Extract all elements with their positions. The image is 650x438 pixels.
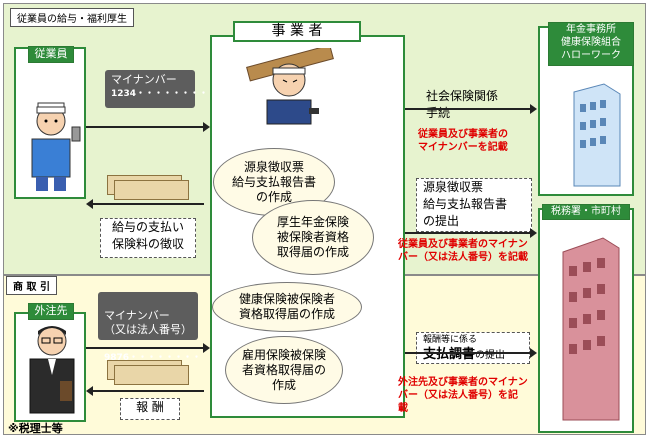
business-title: 事 業 者 — [233, 21, 361, 42]
corp-number-label: マイナンバー （又は法人番号） — [104, 309, 192, 336]
salary-box: 給与の支払い 保険料の徴収 — [100, 218, 196, 258]
payment-record-suffix: の提出 — [475, 350, 506, 361]
corp-number-value: 9876・・・・・・・・ — [104, 353, 202, 363]
payment-record-small: 報酬等に係る — [423, 335, 478, 345]
arrow-business-to-pension — [405, 104, 537, 114]
my-number-value: 1234・・・・・・・・ — [111, 89, 209, 99]
payment-record-big: 支払調書 — [423, 347, 476, 362]
cloud-pension-create: 厚生年金保険 被保険者資格 取得届の作成 — [252, 200, 374, 275]
my-number-label: マイナンバー — [111, 73, 177, 86]
red-note-3: 外注先及び事業者のマイナン バー（又は法人番号）を記 載 — [398, 377, 528, 414]
bottom-panel-title: 商 取 引 — [6, 276, 57, 295]
red-note-2: 従業員及び事業者のマイナン バー（又は法人番号）を記載 — [398, 239, 528, 263]
contractor-illustration — [29, 326, 75, 414]
corp-number-card: マイナンバー （又は法人番号） 9876・・・・・・・・ — [98, 292, 201, 363]
salary-bill-icon-2 — [114, 180, 189, 200]
arrow-contractor-to-business — [86, 343, 210, 353]
cloud-employment-create: 雇用保険被保険 者資格取得届の 作成 — [225, 336, 343, 404]
pension-office-title: 年金事務所 健康保険組合 ハローワーク — [548, 22, 634, 66]
pension-building-illustration — [573, 83, 621, 187]
arrow-business-to-employee — [86, 199, 204, 209]
arrow-business-to-contractor — [86, 386, 204, 396]
withholding-submit-label: 源泉徴収票 給与支払報告書 の提出 — [416, 178, 532, 232]
red-note-1: 従業員及び事業者の マイナンバーを記載 — [418, 129, 508, 153]
my-number-card: マイナンバー 1234・・・・・・・・ — [105, 70, 209, 108]
business-illustration — [246, 48, 334, 125]
arrow-payment-to-tax — [405, 348, 537, 358]
tax-building-illustration — [562, 237, 620, 421]
contractor-title: 外注先 — [28, 303, 74, 320]
social-insurance-label: 社会保険関係 手続 — [426, 89, 499, 120]
contractor-note: ※税理士等 — [8, 422, 63, 435]
employee-illustration — [31, 102, 81, 191]
employee-title: 従業員 — [28, 46, 74, 63]
cloud-health-create: 健康保険被保険者 資格取得届の作成 — [212, 282, 362, 332]
arrow-business-to-tax — [405, 228, 537, 238]
payment-record-label: 報酬等に係る 支払調書の提出 — [416, 332, 530, 364]
top-panel-title: 従業員の給与・福利厚生 — [10, 8, 134, 27]
arrow-employee-to-business — [86, 122, 210, 132]
fee-box: 報 酬 — [120, 398, 180, 420]
tax-office-title: 税務署・市町村 — [542, 204, 630, 220]
fee-bill-icon-2 — [114, 365, 189, 385]
